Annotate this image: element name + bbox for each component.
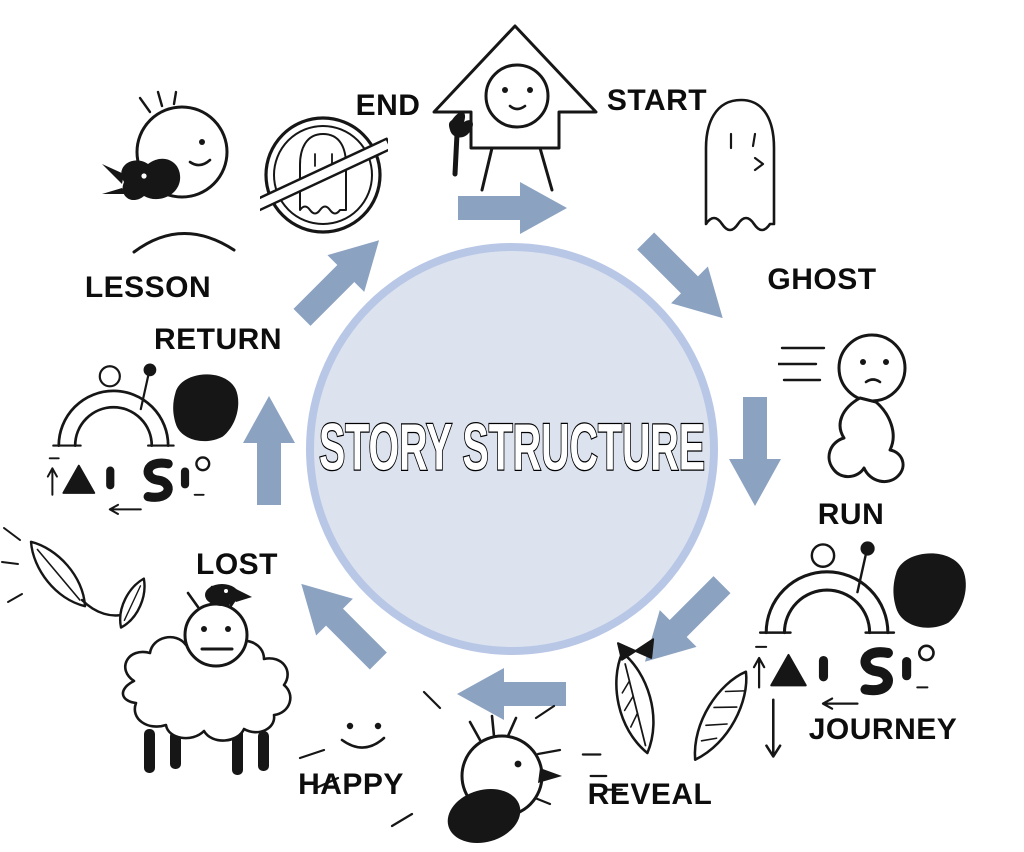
stage-label-lost: LOST: [196, 548, 278, 581]
stage-label-journey: JOURNEY: [808, 713, 958, 746]
beak: [538, 768, 562, 783]
cycle-arrow: [729, 397, 781, 506]
return-journey-glyphs-icon: [46, 356, 242, 516]
cycle-arrow: [458, 182, 567, 234]
stage-label-return: RETURN: [154, 323, 282, 356]
small-leaves-icon: [1, 527, 146, 629]
start-arrow-person-icon: [432, 24, 598, 192]
cycle-arrow: [457, 668, 566, 720]
cycle-arrow: [637, 232, 723, 319]
black-bow: [617, 638, 655, 661]
stage-label-start: START: [606, 84, 708, 117]
ghost-icon: [704, 98, 776, 232]
prohibition-slash: [260, 137, 388, 212]
cycle-arrow: [293, 240, 380, 326]
diagram-title-block: STORY STRUCTURE: [318, 413, 706, 485]
stage-label-happy: HAPPY: [298, 768, 404, 801]
feather-leaves-icon: [581, 638, 782, 791]
stage-label-end: END: [355, 89, 421, 122]
small-black-bird: [205, 584, 252, 606]
stage-label-reveal: REVEAL: [587, 778, 713, 811]
smiley-face: [340, 722, 386, 749]
black-bird-body: [121, 158, 181, 201]
open-beak: [102, 164, 126, 194]
running-person-icon: [778, 333, 907, 484]
happy-bird-icon: [298, 690, 562, 843]
lost-sheep-icon: [121, 584, 292, 775]
cycle-arrow: [644, 576, 731, 662]
center-circle: [306, 243, 718, 655]
stage-label-lesson: LESSON: [84, 271, 212, 304]
diagram-title: STORY STRUCTURE: [319, 413, 705, 484]
cycle-arrow: [301, 583, 387, 670]
no-ghost-icon: [260, 116, 388, 234]
cycle-arrow: [243, 396, 295, 505]
bird-person-icon: [102, 90, 236, 254]
stage-label-run: RUN: [817, 498, 885, 531]
down-arrow: [765, 698, 782, 758]
stage-label-ghost: GHOST: [767, 263, 877, 296]
